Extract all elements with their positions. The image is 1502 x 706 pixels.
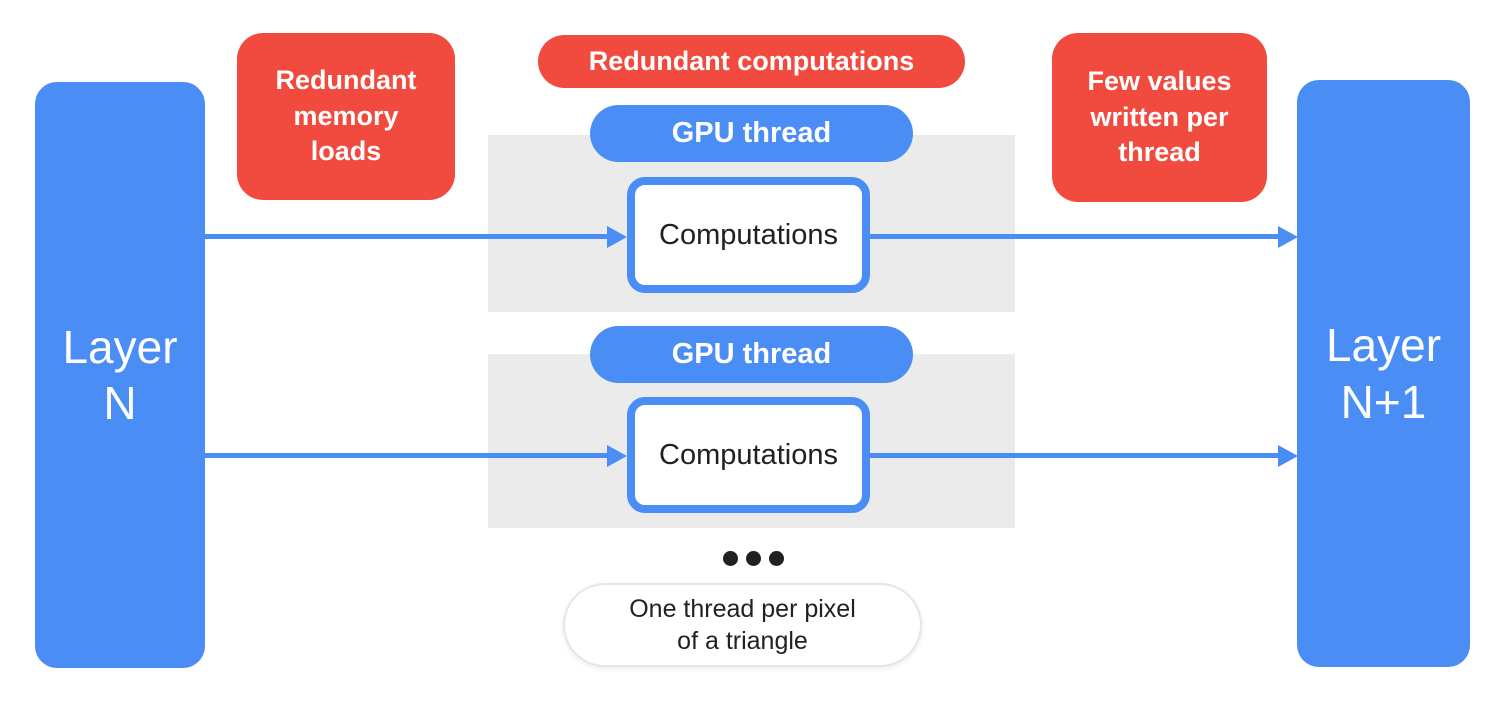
gpu-thread-pill-2: GPU thread (590, 326, 913, 383)
arrow-layer-n-to-thread-1 (205, 234, 609, 239)
arrowhead-icon (607, 226, 627, 248)
gpu-thread-2-label: GPU thread (671, 338, 832, 370)
ellipsis-icon (723, 551, 784, 566)
computations-1-label: Computations (659, 218, 838, 251)
badge-few-values-label: Few values written per thread (1087, 66, 1232, 168)
layer-n-label: Layer N (62, 320, 178, 429)
badge-memory-label: Redundant memory loads (275, 65, 417, 167)
gpu-thread-pill-1: GPU thread (590, 105, 913, 162)
arrowhead-icon (1278, 445, 1298, 467)
ellipsis-dot (723, 551, 738, 566)
note-label: One thread per pixel of a triangle (629, 594, 856, 656)
arrow-layer-n-to-thread-2 (205, 453, 609, 458)
layer-n1-box: Layer N+1 (1297, 80, 1470, 667)
computations-box-1: Computations (627, 177, 870, 293)
arrowhead-icon (607, 445, 627, 467)
computations-box-2: Computations (627, 397, 870, 513)
ellipsis-dot (769, 551, 784, 566)
computations-2-label: Computations (659, 438, 838, 471)
badge-few-values-written: Few values written per thread (1052, 33, 1267, 202)
badge-redundant-computations: Redundant computations (538, 35, 965, 88)
layer-n1-label: Layer N+1 (1325, 319, 1442, 428)
badge-compute-label: Redundant computations (588, 45, 915, 76)
badge-redundant-memory-loads: Redundant memory loads (237, 33, 455, 200)
arrow-thread-2-to-layer-n1 (870, 453, 1279, 458)
layer-n-box: Layer N (35, 82, 205, 668)
arrowhead-icon (1278, 226, 1298, 248)
arrow-thread-1-to-layer-n1 (870, 234, 1279, 239)
note-one-thread-per-pixel: One thread per pixel of a triangle (563, 583, 922, 667)
ellipsis-dot (746, 551, 761, 566)
gpu-thread-1-label: GPU thread (671, 117, 832, 149)
